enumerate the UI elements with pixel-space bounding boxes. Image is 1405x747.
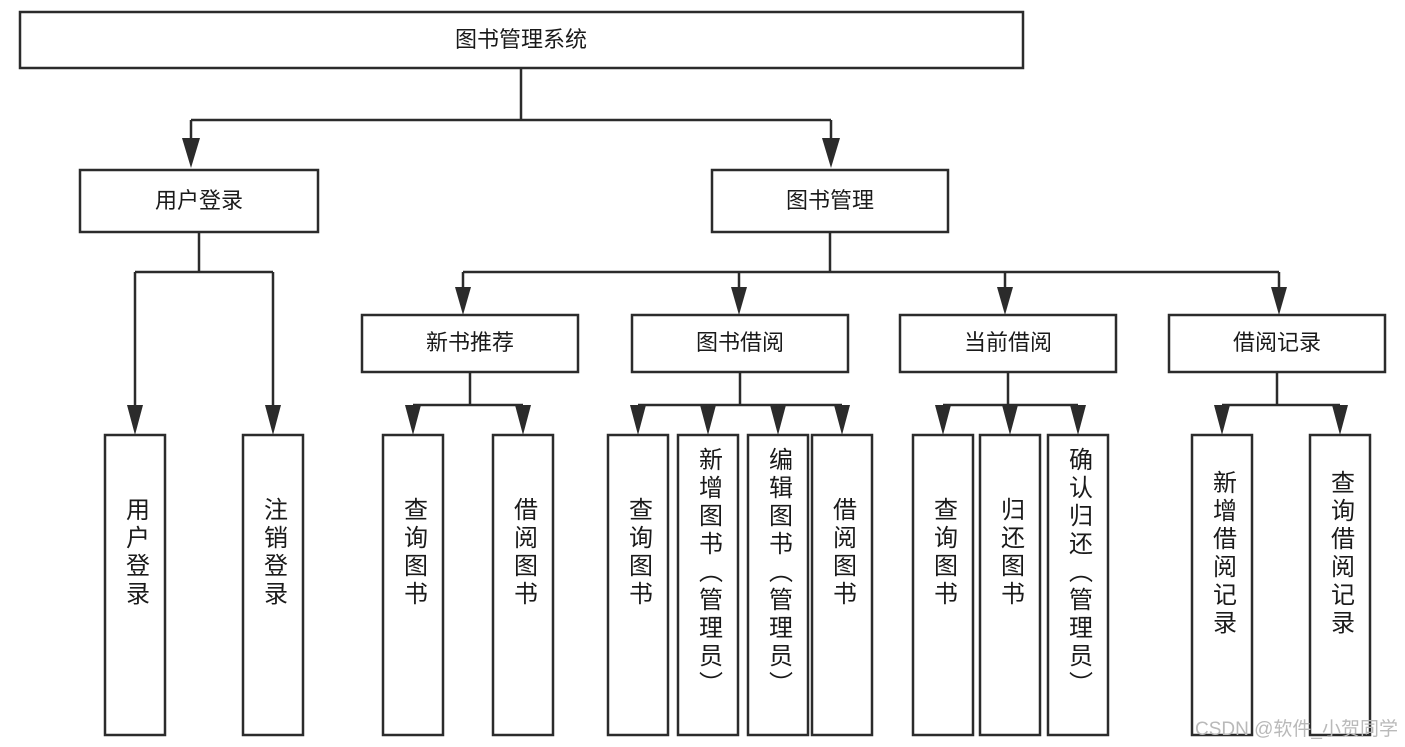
- node-root-label: 图书管理系统: [455, 27, 587, 52]
- node-borrow-records-box[interactable]: [1167, 313, 1387, 374]
- arrow-head-book-mgmt: [822, 138, 840, 168]
- node-book-borrow-label: 图书借阅: [696, 330, 784, 355]
- arrow-head-leaf-add-book: [700, 405, 716, 435]
- leaf-borrow-book-box[interactable]: [810, 433, 874, 737]
- leaf-logout-label: 注销登录: [260, 497, 288, 609]
- leaf-confirm-return-box[interactable]: [1046, 433, 1110, 737]
- leaf-query-book-borrow-box[interactable]: [606, 433, 670, 737]
- leaf-query-borrow-record-box[interactable]: [1308, 433, 1372, 737]
- arrow-head-leaf-confirm-return: [1070, 405, 1086, 435]
- leaf-confirm-return[interactable]: 确认归还（管理员）: [1046, 433, 1110, 737]
- leaf-user-login-box[interactable]: [103, 433, 167, 737]
- leaf-edit-book[interactable]: 编辑图书（管理员）: [746, 433, 810, 737]
- leaf-query-book-current-label: 查询图书: [930, 497, 958, 609]
- leaf-query-book-borrow-label: 查询图书: [625, 497, 653, 609]
- leaf-query-book-current[interactable]: 查询图书: [911, 433, 975, 737]
- leaf-return-book-box[interactable]: [978, 433, 1042, 737]
- node-user-login-label: 用户登录: [155, 188, 243, 213]
- node-new-book-recommend-label: 新书推荐: [426, 330, 514, 355]
- node-current-borrow[interactable]: 当前借阅: [898, 313, 1118, 374]
- leaf-edit-book-label: 编辑图书（管理员）: [765, 447, 793, 699]
- leaf-borrow-book-label: 借阅图书: [829, 497, 857, 609]
- node-new-book-recommend-box[interactable]: [360, 313, 580, 374]
- node-root-box[interactable]: [18, 10, 1025, 70]
- leaf-query-borrow-record-label: 查询借阅记录: [1327, 470, 1355, 638]
- leaf-borrow-book-recommend-box[interactable]: [491, 433, 555, 737]
- arrow-head-leaf-query-book-1: [405, 405, 421, 435]
- connector-group-current-to-leaves: [935, 372, 1086, 435]
- leaf-logout[interactable]: 注销登录: [241, 433, 305, 737]
- node-current-borrow-box[interactable]: [898, 313, 1118, 374]
- leaf-add-book-box[interactable]: [676, 433, 740, 737]
- leaf-query-book-borrow[interactable]: 查询图书: [606, 433, 670, 737]
- leaf-query-book-recommend-label: 查询图书: [400, 497, 428, 609]
- leaf-query-book-current-box[interactable]: [911, 433, 975, 737]
- connector-group-new-book-to-leaves: [405, 372, 531, 435]
- watermark-label: CSDN @软件_小贺同学: [1195, 718, 1398, 740]
- arrow-head-leaf-borrow-book-1: [515, 405, 531, 435]
- arrow-head-leaf-borrow-book-2: [834, 405, 850, 435]
- connector-group-records-to-leaves: [1214, 372, 1348, 435]
- node-borrow-records-label: 借阅记录: [1233, 330, 1321, 355]
- connector-group-book-mgmt-to-level3: [455, 232, 1287, 315]
- node-new-book-recommend[interactable]: 新书推荐: [360, 313, 580, 374]
- leaf-query-book-recommend-box[interactable]: [381, 433, 445, 737]
- node-current-borrow-label: 当前借阅: [964, 330, 1052, 355]
- leaf-logout-box[interactable]: [241, 433, 305, 737]
- arrow-head-borrow: [731, 287, 747, 315]
- leaf-query-book-recommend[interactable]: 查询图书: [381, 433, 445, 737]
- node-user-login-box[interactable]: [78, 168, 320, 234]
- leaf-borrow-book-recommend-label: 借阅图书: [510, 497, 538, 609]
- leaf-confirm-return-label: 确认归还（管理员）: [1065, 447, 1093, 699]
- arrow-head-user-login: [182, 138, 200, 168]
- connector-group-user-login-to-leaves: [127, 232, 281, 435]
- arrow-head-records: [1271, 287, 1287, 315]
- leaf-edit-book-box[interactable]: [746, 433, 810, 737]
- arrow-head-leaf-query-book-3: [935, 405, 951, 435]
- node-book-management-label: 图书管理: [786, 188, 874, 213]
- node-book-management-box[interactable]: [710, 168, 950, 234]
- arrow-head-leaf-add-record: [1214, 405, 1230, 435]
- leaf-return-book-label: 归还图书: [997, 497, 1025, 609]
- leaf-return-book[interactable]: 归还图书: [978, 433, 1042, 737]
- leaf-user-login[interactable]: 用户登录: [103, 433, 167, 737]
- leaf-borrow-book-recommend[interactable]: 借阅图书: [491, 433, 555, 737]
- arrow-head-current: [997, 287, 1013, 315]
- arrow-head-leaf-edit-book: [770, 405, 786, 435]
- node-root[interactable]: 图书管理系统: [18, 10, 1025, 70]
- arrow-head-leaf-logout: [265, 405, 281, 435]
- leaf-add-borrow-record-box[interactable]: [1190, 433, 1254, 737]
- leaf-borrow-book[interactable]: 借阅图书: [810, 433, 874, 737]
- arrow-head-new-book: [455, 287, 471, 315]
- arrow-head-leaf-query-book-2: [630, 405, 646, 435]
- leaf-query-borrow-record[interactable]: 查询借阅记录: [1308, 433, 1372, 737]
- arrow-head-leaf-query-record: [1332, 405, 1348, 435]
- node-user-login[interactable]: 用户登录: [78, 168, 320, 234]
- leaf-user-login-label: 用户登录: [122, 497, 150, 609]
- node-borrow-records[interactable]: 借阅记录: [1167, 313, 1387, 374]
- connector-group-borrow-to-leaves: [630, 372, 850, 435]
- node-book-management[interactable]: 图书管理: [710, 168, 950, 234]
- connector-group-root-to-level2: [182, 68, 840, 168]
- leaf-add-book[interactable]: 新增图书（管理员）: [676, 433, 740, 737]
- node-book-borrow[interactable]: 图书借阅: [630, 313, 850, 374]
- leaf-add-book-label: 新增图书（管理员）: [695, 447, 723, 699]
- leaf-add-borrow-record[interactable]: 新增借阅记录: [1190, 433, 1254, 737]
- arrow-head-leaf-return-book: [1002, 405, 1018, 435]
- node-book-borrow-box[interactable]: [630, 313, 850, 374]
- leaf-add-borrow-record-label: 新增借阅记录: [1209, 470, 1237, 638]
- arrow-head-leaf-user-login: [127, 405, 143, 435]
